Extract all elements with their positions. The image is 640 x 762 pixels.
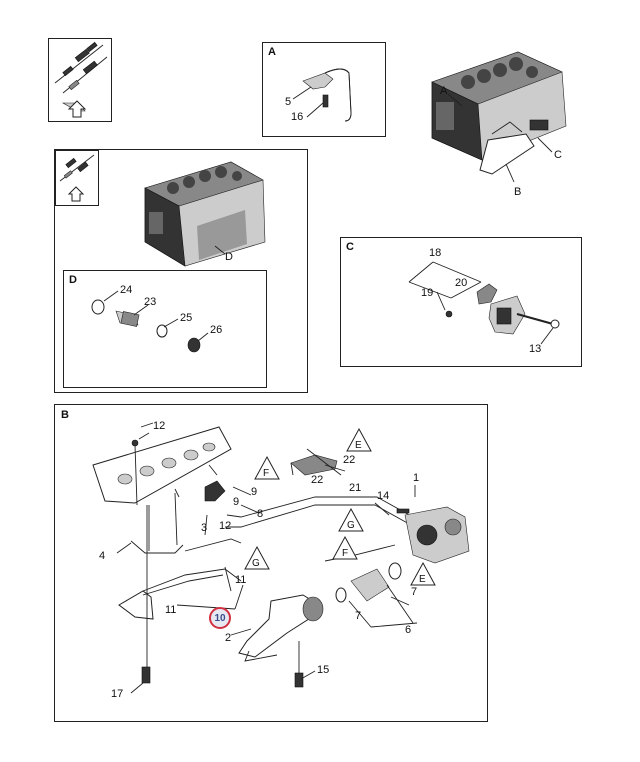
- panel-c-graphic: [408, 261, 560, 345]
- callout-b-2: 2: [225, 632, 232, 644]
- callout-b-9-a: 9: [251, 486, 258, 498]
- callout-b-11-right: 11: [235, 574, 247, 586]
- panel-b: B: [54, 404, 488, 722]
- panel-d-label: D: [69, 274, 77, 286]
- callout-c-13: 13: [529, 343, 542, 355]
- panel-b-graphic: E F G F E G: [92, 422, 470, 694]
- svg-text:F: F: [342, 548, 348, 559]
- panel-c: C 18 20 19 13: [340, 237, 582, 367]
- marker-c: C: [554, 149, 562, 161]
- callout-b-6: 6: [405, 624, 412, 636]
- callout-c-19: 19: [421, 287, 434, 299]
- callout-b-14: 14: [377, 490, 390, 502]
- panel-c-label: C: [346, 241, 354, 253]
- panel-a-graphic: [292, 68, 352, 122]
- svg-text:E: E: [419, 574, 426, 585]
- panel-a-label: A: [268, 46, 276, 58]
- callout-b-22-top: 22: [343, 454, 356, 466]
- callout-a-16: 16: [291, 111, 304, 123]
- panel-d-outer: D D 24 23 25 26: [54, 149, 308, 393]
- svg-text:G: G: [347, 520, 355, 531]
- nav-thumbnail-top[interactable]: [48, 38, 112, 122]
- callout-c-18: 18: [429, 247, 442, 259]
- up-arrow-icon: [67, 100, 87, 118]
- callout-b-17: 17: [111, 688, 124, 700]
- panel-d-graphic: [91, 290, 209, 353]
- callout-b-3: 3: [201, 522, 208, 534]
- svg-text:F: F: [263, 468, 269, 479]
- callout-b-7-right: 7: [411, 586, 418, 598]
- callout-b-12-top: 12: [153, 420, 166, 432]
- ref-marker-g-right[interactable]: G: [338, 507, 364, 532]
- callout-b-22-mid: 22: [311, 474, 324, 486]
- svg-text:E: E: [355, 440, 362, 451]
- svg-text:G: G: [252, 558, 260, 569]
- callout-d-25: 25: [180, 312, 193, 324]
- panel-a: A 5 16: [262, 42, 386, 137]
- callout-b-15: 15: [317, 664, 330, 676]
- callout-b-9-b: 9: [233, 496, 240, 508]
- callout-b-12-mid: 12: [219, 520, 232, 532]
- marker-d: D: [225, 251, 233, 263]
- callout-b-4: 4: [99, 550, 106, 562]
- callout-b-8: 8: [257, 508, 264, 520]
- callout-b-11-left: 11: [165, 604, 177, 616]
- ref-marker-e-right[interactable]: E: [410, 561, 436, 586]
- engine-overview-top-graphic: [431, 51, 567, 175]
- panel-b-label: B: [61, 409, 69, 421]
- callout-d-26: 26: [210, 324, 223, 336]
- panel-d: D 24 23 25 26: [63, 270, 267, 388]
- ref-marker-f-right[interactable]: F: [332, 535, 358, 560]
- callout-b-21: 21: [349, 482, 362, 494]
- callout-b-7-left: 7: [355, 610, 362, 622]
- up-arrow-icon: [67, 186, 85, 202]
- callout-c-20: 20: [455, 277, 468, 289]
- callout-b-1: 1: [413, 472, 420, 484]
- callout-d-23: 23: [144, 296, 157, 308]
- nav-thumbnail-d-graphic: [59, 154, 95, 202]
- callout-d-24: 24: [120, 284, 133, 296]
- engine-block-d-graphic: [144, 161, 266, 267]
- marker-b: B: [514, 186, 522, 198]
- marker-a: A: [440, 85, 448, 97]
- nav-thumbnail-graphic: [54, 41, 108, 118]
- highlighted-callout-10[interactable]: 10: [209, 607, 231, 629]
- callout-a-5: 5: [285, 96, 292, 108]
- ref-marker-g-left[interactable]: G: [244, 545, 270, 570]
- ref-marker-f-top[interactable]: F: [254, 455, 280, 480]
- ref-marker-e-top[interactable]: E: [346, 427, 372, 452]
- engine-overview-top[interactable]: A B C: [418, 42, 578, 202]
- nav-thumbnail-d[interactable]: [55, 150, 99, 206]
